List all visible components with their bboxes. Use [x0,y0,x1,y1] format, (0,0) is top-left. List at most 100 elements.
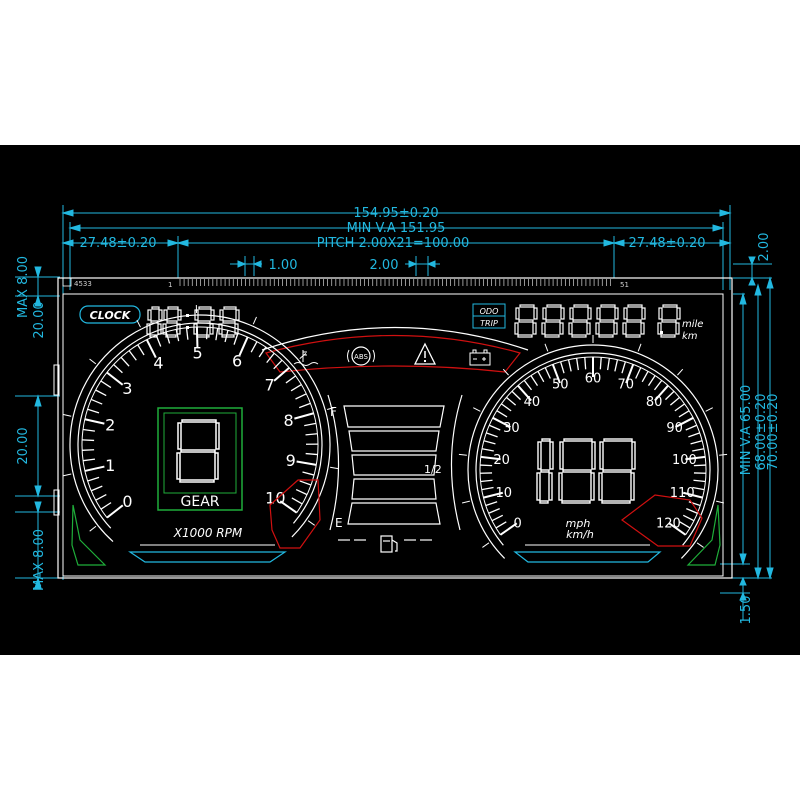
tacho-inner-arc [77,322,323,529]
warning-frame [264,334,522,373]
tacho-tick-label: 10 [265,488,285,507]
digit-segment [147,309,152,321]
tacho-tick-label: 4 [153,353,163,372]
speedo-tick [488,508,500,514]
speedo-tick [501,403,512,412]
fuel-empty-label: E [335,516,343,530]
tacho-tick [87,476,100,482]
tacho-tick [205,327,208,340]
odo-digit-1 [514,304,538,338]
tacho-tick-label: 6 [232,351,242,370]
speedo-tick [692,486,705,491]
speedo-tick [492,416,511,428]
speedo-tick-label: 120 [656,516,681,531]
digit-segment [559,322,564,335]
speedo-tick [682,514,695,522]
digit-segment [603,438,633,442]
tacho-tick [113,364,123,374]
speedo-tick [693,479,706,483]
tacho-tick [305,452,318,456]
speed-digit-ones [598,438,636,504]
gear-label: GEAR [181,494,220,510]
tacho-tick [87,408,100,414]
digit-segment [598,334,614,338]
digit-segment [536,472,541,501]
tacho-tick [250,341,258,353]
pin-row [179,279,611,286]
speedo-tick [599,357,602,370]
speedo-tick [537,371,545,383]
speedo-tick [621,361,627,374]
odo-label: ODO [480,307,499,316]
digit-segment [158,309,163,321]
tacho-tick [258,346,267,358]
digit-segment [558,472,563,501]
fuel-bar-3 [351,454,437,476]
digit-segment [542,307,547,320]
digit-segment [560,307,565,320]
digit-segment [561,500,591,504]
speedo-base-bar [513,551,662,563]
digit-segment [623,307,628,320]
tacho-tick [137,344,145,356]
odo-digit-2 [541,304,565,338]
speedo-tick [480,479,493,483]
speedo-tick [668,522,687,536]
digit-segment [215,422,220,450]
tacho-tick [305,433,318,436]
speedo-outer-tick [637,343,642,352]
tacho-outer-tick [63,413,72,417]
speedo-tick-label: 0 [513,516,521,531]
speedo-tick [685,455,706,461]
digit-segment [151,306,160,310]
odo-decimal-point [660,331,663,334]
tacho-tick [128,350,137,361]
digit-segment [591,441,596,470]
tacho-base-bar [128,551,287,563]
tacho-tick [82,458,96,462]
digit-segment [549,441,554,470]
speed-digit-hundreds [536,438,554,504]
speedo-tick-base [479,356,707,536]
speedo-tick [647,375,656,386]
digit-segment [518,319,534,323]
tacho-tick-label: 2 [105,416,115,435]
speedo-tick-label: 10 [496,486,513,501]
speedo-tick [481,486,494,491]
tacho-tick-label: 8 [284,411,294,430]
tacho-tick [295,489,308,496]
speedo-tick [481,448,494,452]
overall-width-dim: 154.95±0.20 [353,206,438,221]
speedo-inner-arc [475,352,711,546]
speedo-outer-tick [461,500,470,504]
speedo-tick [614,359,619,372]
digit-segment [221,334,235,338]
speedo-tick-label: 40 [524,395,541,410]
speedo-tick-label: 80 [646,395,663,410]
right-shift-indicator [686,504,721,566]
speedo-tick [674,403,685,412]
fuel-left-rail [327,394,340,531]
tacho-outer-tick [330,466,339,470]
tacho-outer-arc [69,314,331,543]
left-20-mid-dim: 20.00 [16,427,31,464]
va-height-dim: MIN V.A 65.00 [739,385,754,476]
tacho-tick [84,418,105,425]
tacho-tick-label: 7 [264,375,274,394]
digit-segment [540,469,550,473]
viewing-area-dim: MIN V.A 151.95 [347,221,446,236]
digit-segment [614,307,619,320]
speedo-tick [496,410,508,418]
tacho-outer-tick [89,525,97,532]
speedo-tick [567,359,572,372]
clock-badge [79,305,141,324]
tacho-outer-tick [327,406,335,410]
odo-trip-badge: ODO TRIP [472,303,506,329]
speedo-tick [499,522,518,536]
tacho-tick [291,497,303,505]
speedo-tick [495,521,507,529]
digit-segment [595,322,600,335]
digit-segment [559,441,564,470]
digit-segment [601,500,631,504]
tacho-tick [185,327,189,340]
